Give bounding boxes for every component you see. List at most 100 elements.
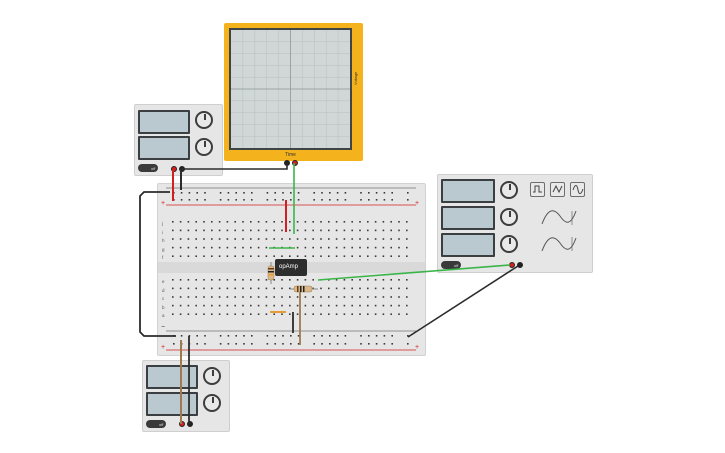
breadboard-hole bbox=[335, 238, 338, 240]
breadboard-hole bbox=[196, 192, 198, 194]
breadboard-hole bbox=[312, 296, 314, 298]
breadboard-hole bbox=[257, 287, 260, 290]
breadboard-hole bbox=[218, 313, 221, 315]
breadboard-hole bbox=[196, 343, 198, 345]
breadboard-hole bbox=[382, 238, 385, 240]
square-wave-icon bbox=[533, 185, 542, 193]
power-switch-label: off bbox=[151, 166, 156, 171]
breadboard-hole bbox=[367, 287, 369, 290]
breadboard-hole bbox=[290, 199, 292, 201]
psu2-display-voltage bbox=[146, 365, 198, 389]
breadboard-hole bbox=[398, 221, 400, 223]
breadboard-hole bbox=[391, 335, 393, 337]
function-generator[interactable]: off bbox=[437, 174, 593, 273]
psu2-power-switch[interactable] bbox=[146, 420, 166, 428]
breadboard-hole bbox=[211, 229, 213, 232]
breadboard-hole bbox=[351, 313, 353, 315]
breadboard-hole bbox=[390, 296, 392, 298]
scope-probe-terminal[interactable] bbox=[292, 160, 298, 166]
positive-terminal[interactable] bbox=[171, 166, 177, 172]
breadboard-hole bbox=[265, 287, 268, 290]
breadboard-hole bbox=[335, 255, 338, 257]
breadboard-hole bbox=[289, 255, 291, 257]
row-letter: a bbox=[162, 313, 165, 319]
breadboard-hole bbox=[211, 255, 213, 257]
row-letter: c bbox=[162, 296, 165, 302]
fg-positive-terminal[interactable] bbox=[509, 262, 515, 268]
breadboard-hole bbox=[257, 229, 260, 232]
amplitude-knob-icon[interactable] bbox=[500, 208, 518, 226]
breadboard-hole bbox=[289, 296, 291, 298]
breadboard-hole bbox=[289, 279, 291, 281]
breadboard-hole bbox=[304, 229, 307, 232]
breadboard-hole bbox=[257, 296, 260, 298]
breadboard-hole bbox=[234, 279, 236, 281]
breadboard-hole bbox=[242, 313, 244, 315]
breadboard-hole bbox=[343, 238, 346, 240]
breadboard-hole bbox=[265, 279, 268, 281]
breadboard-hole bbox=[382, 287, 385, 290]
breadboard-hole bbox=[265, 221, 268, 223]
scope-ground-terminal[interactable] bbox=[284, 160, 290, 166]
psu2-positive-terminal[interactable] bbox=[179, 421, 185, 427]
breadboard-hole bbox=[296, 287, 299, 290]
breadboard-hole bbox=[243, 199, 245, 201]
breadboard-hole bbox=[320, 287, 322, 290]
scope-grid bbox=[231, 30, 350, 148]
breadboard-hole bbox=[351, 246, 353, 249]
breadboard-hole bbox=[180, 192, 183, 194]
breadboard-hole bbox=[375, 335, 378, 337]
breadboard-hole bbox=[328, 296, 330, 298]
breadboard-hole bbox=[407, 335, 409, 337]
breadboard-hole bbox=[367, 221, 369, 223]
breadboard-hole bbox=[274, 335, 276, 337]
triangle-wave-button[interactable] bbox=[550, 182, 565, 197]
breadboard-hole bbox=[321, 192, 323, 194]
breadboard-hole bbox=[179, 304, 182, 307]
breadboard-hole bbox=[211, 279, 213, 281]
square-wave-button[interactable] bbox=[530, 182, 545, 197]
breadboard-hole bbox=[328, 255, 330, 257]
breadboard-hole bbox=[351, 296, 353, 298]
breadboard-hole bbox=[282, 192, 284, 194]
breadboard-hole bbox=[281, 255, 283, 257]
breadboard-hole bbox=[203, 246, 205, 249]
offset-knob-icon[interactable] bbox=[500, 235, 518, 253]
fg-negative-terminal[interactable] bbox=[517, 262, 523, 268]
breadboard-hole bbox=[359, 221, 361, 223]
breadboard-hole bbox=[383, 343, 386, 345]
breadboard-hole bbox=[265, 255, 268, 257]
breadboard-hole bbox=[406, 238, 408, 240]
breadboard-hole bbox=[359, 287, 361, 290]
psu2-negative-terminal[interactable] bbox=[187, 421, 193, 427]
voltage-knob-icon[interactable] bbox=[195, 111, 213, 129]
breadboard-hole bbox=[250, 296, 252, 298]
breadboard-hole bbox=[273, 304, 275, 307]
current-knob-icon[interactable] bbox=[203, 394, 221, 412]
breadboard-hole bbox=[312, 221, 314, 223]
voltage-knob-icon[interactable] bbox=[203, 367, 221, 385]
scope-time-label: Time bbox=[285, 152, 296, 158]
breadboard-hole bbox=[196, 335, 198, 337]
breadboard-hole bbox=[367, 255, 369, 257]
breadboard-hole bbox=[335, 313, 338, 315]
breadboard-hole bbox=[382, 229, 385, 232]
breadboard-hole bbox=[312, 229, 314, 232]
breadboard-hole bbox=[313, 192, 315, 194]
breadboard-hole bbox=[179, 221, 182, 223]
negative-terminal[interactable] bbox=[179, 166, 185, 172]
oscilloscope[interactable]: Time Voltage bbox=[224, 23, 363, 166]
breadboard-hole bbox=[398, 296, 400, 298]
breadboard-hole bbox=[188, 192, 191, 194]
power-supply-bottom[interactable]: off bbox=[142, 360, 230, 432]
row-letter: j bbox=[162, 221, 163, 226]
current-knob-icon[interactable] bbox=[195, 138, 213, 156]
breadboard-hole bbox=[336, 199, 339, 201]
frequency-knob-icon[interactable] bbox=[500, 181, 518, 199]
breadboard-hole bbox=[274, 192, 276, 194]
sine-wave-button[interactable] bbox=[570, 182, 585, 197]
power-switch[interactable] bbox=[138, 164, 158, 172]
power-supply-top[interactable]: off bbox=[134, 104, 223, 176]
opamp-chip[interactable]: opAmp bbox=[275, 259, 307, 276]
